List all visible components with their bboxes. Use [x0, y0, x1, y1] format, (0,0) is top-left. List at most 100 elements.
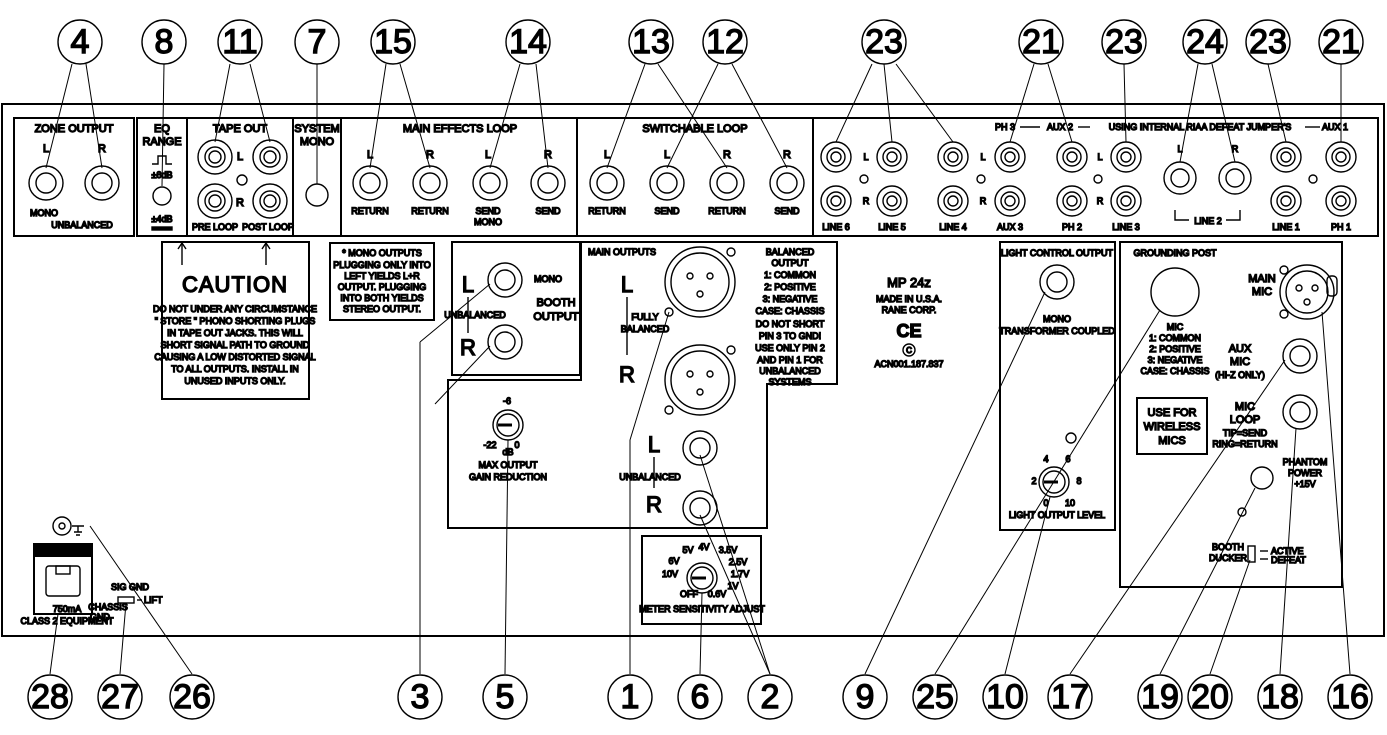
rca-jack[interactable] — [876, 141, 908, 173]
rca-jack[interactable] — [1270, 185, 1302, 217]
mono-note-line: STEREO OUTPUT. — [343, 304, 421, 314]
rca-jack[interactable] — [1325, 141, 1357, 173]
booth-r-jack[interactable] — [487, 324, 523, 360]
meter-sensitivity-section: 5V 4V 3.5V 6V 2.5V 10V 1.7V 1V OFF 0.6V … — [638, 535, 766, 625]
tape-post-r-jack[interactable] — [252, 183, 288, 219]
main-mic-1: MAIN — [1248, 273, 1276, 285]
switch-send-r-jack[interactable] — [769, 165, 805, 201]
zone-l-label: L — [43, 143, 49, 155]
label-line2: LINE 2 — [1194, 216, 1222, 226]
switch-return-r-jack[interactable] — [709, 165, 745, 201]
light-tick: 8 — [1076, 476, 1081, 486]
rca-jack[interactable] — [1056, 141, 1088, 173]
light-tick: 10 — [1065, 498, 1075, 508]
tape-r-label: R — [236, 197, 244, 209]
rca-jack[interactable] — [937, 185, 969, 217]
rca-jack[interactable] — [1110, 141, 1142, 173]
power-class: CLASS 2 EQUIPMENT — [20, 616, 114, 626]
switch-send-l-jack[interactable] — [649, 165, 685, 201]
mic-pins: 3: NEGATIVE — [1148, 355, 1203, 365]
callout-11: 11 — [217, 19, 263, 65]
balanced-note: DO NOT SHORT — [756, 319, 825, 329]
main-unbal-l: L — [648, 432, 660, 457]
aux-mic-1: AUX — [1229, 343, 1252, 355]
mic-loop-jack[interactable] — [1282, 394, 1318, 430]
max-out-label-1: MAX OUTPUT — [478, 460, 538, 470]
callout-number: 3 — [411, 678, 430, 716]
screw-icon — [726, 247, 736, 257]
callout-number: 17 — [1051, 678, 1089, 716]
zone-unbalanced-label: UNBALANCED — [51, 220, 113, 230]
effects-return-r-jack[interactable] — [412, 165, 448, 201]
mel-send: SEND — [535, 206, 561, 216]
eq-title-1: EQ — [154, 123, 170, 135]
callout-number: 1 — [621, 678, 640, 716]
eq-range-switch[interactable] — [152, 186, 172, 206]
light-output-level-knob[interactable] — [1038, 466, 1070, 498]
light-control-jack[interactable] — [1039, 264, 1075, 300]
callout-5: 5 — [482, 674, 528, 720]
rca-jack[interactable] — [820, 185, 852, 217]
zone-output-r-jack[interactable] — [84, 165, 120, 201]
callout-26: 26 — [169, 674, 215, 720]
booth-ducker-switch[interactable] — [1247, 545, 1256, 563]
line-2-l-jack[interactable] — [1163, 161, 1197, 195]
mono-note-line: PLUGGING ONLY INTO — [333, 260, 431, 270]
rca-jack[interactable] — [994, 185, 1026, 217]
rca-jack[interactable] — [820, 141, 852, 173]
effects-send-r-jack[interactable] — [530, 165, 566, 201]
label-line4: LINE 4 — [939, 222, 967, 232]
system-mono-button[interactable] — [305, 183, 329, 207]
screw-icon — [1093, 174, 1103, 184]
screw-icon — [976, 174, 986, 184]
rca-jack[interactable] — [1270, 141, 1302, 173]
balanced-note: 1: COMMON — [764, 270, 816, 280]
effects-return-l-jack[interactable] — [352, 165, 388, 201]
callout-number: 28 — [31, 678, 69, 716]
rca-jack[interactable] — [937, 141, 969, 173]
tape-post-l-jack[interactable] — [252, 139, 288, 175]
main-unbalanced-r-jack[interactable] — [682, 490, 718, 526]
effects-send-mono-jack[interactable] — [472, 165, 508, 201]
tape-pre-r-jack[interactable] — [197, 183, 233, 219]
tape-pre-l-jack[interactable] — [197, 139, 233, 175]
rca-jack[interactable] — [1056, 185, 1088, 217]
screw-icon — [726, 345, 736, 355]
main-mic-xlr[interactable] — [1279, 264, 1335, 320]
rca-jack[interactable] — [994, 141, 1026, 173]
zone-output-l-jack[interactable] — [28, 165, 64, 201]
screw-icon — [236, 174, 248, 186]
mel-send-mono-2: MONO — [474, 217, 502, 227]
xlr-main-l-jack[interactable] — [664, 246, 736, 318]
rca-jack[interactable] — [876, 185, 908, 217]
line-2-r-jack[interactable] — [1218, 161, 1252, 195]
mono-note-title: * MONO OUTPUTS — [342, 248, 422, 258]
meter-tick: 4V — [698, 542, 709, 552]
tape-out-section: TAPE OUT L R PRE LOOP POST LOOP — [186, 117, 295, 237]
callout-number: 26 — [173, 678, 211, 716]
rca-jack[interactable] — [1325, 185, 1357, 217]
grounding-post[interactable] — [1150, 267, 1200, 317]
phantom-power-button[interactable] — [1250, 466, 1274, 490]
tape-l-label: L — [237, 151, 243, 163]
chassis-label: CHASSIS — [88, 602, 128, 612]
tape-pre-label: PRE LOOP — [192, 222, 238, 232]
header-ph3: PH 3 — [995, 122, 1015, 132]
screw-icon — [664, 405, 674, 415]
mic-loop-tip: TIP=SEND — [1223, 428, 1268, 438]
mel-l1: L — [367, 149, 373, 161]
callout-19: 19 — [1137, 674, 1183, 720]
main-unbalanced-l-jack[interactable] — [682, 430, 718, 466]
caution-line: UNUSED INPUTS ONLY. — [184, 376, 285, 386]
callout-number: 21 — [1022, 23, 1060, 61]
aux-mic-jack[interactable] — [1282, 338, 1318, 374]
booth-l-jack[interactable] — [487, 262, 523, 298]
balanced-note: OUTPUT — [772, 258, 810, 268]
main-out-fully: FULLY — [631, 312, 658, 322]
rca-jack[interactable] — [1110, 185, 1142, 217]
mic-pins: 2: POSITIVE — [1149, 344, 1201, 354]
xlr-main-r-jack[interactable] — [664, 344, 736, 416]
callout-number: 6 — [691, 678, 710, 716]
switch-return-l-jack[interactable] — [589, 165, 625, 201]
